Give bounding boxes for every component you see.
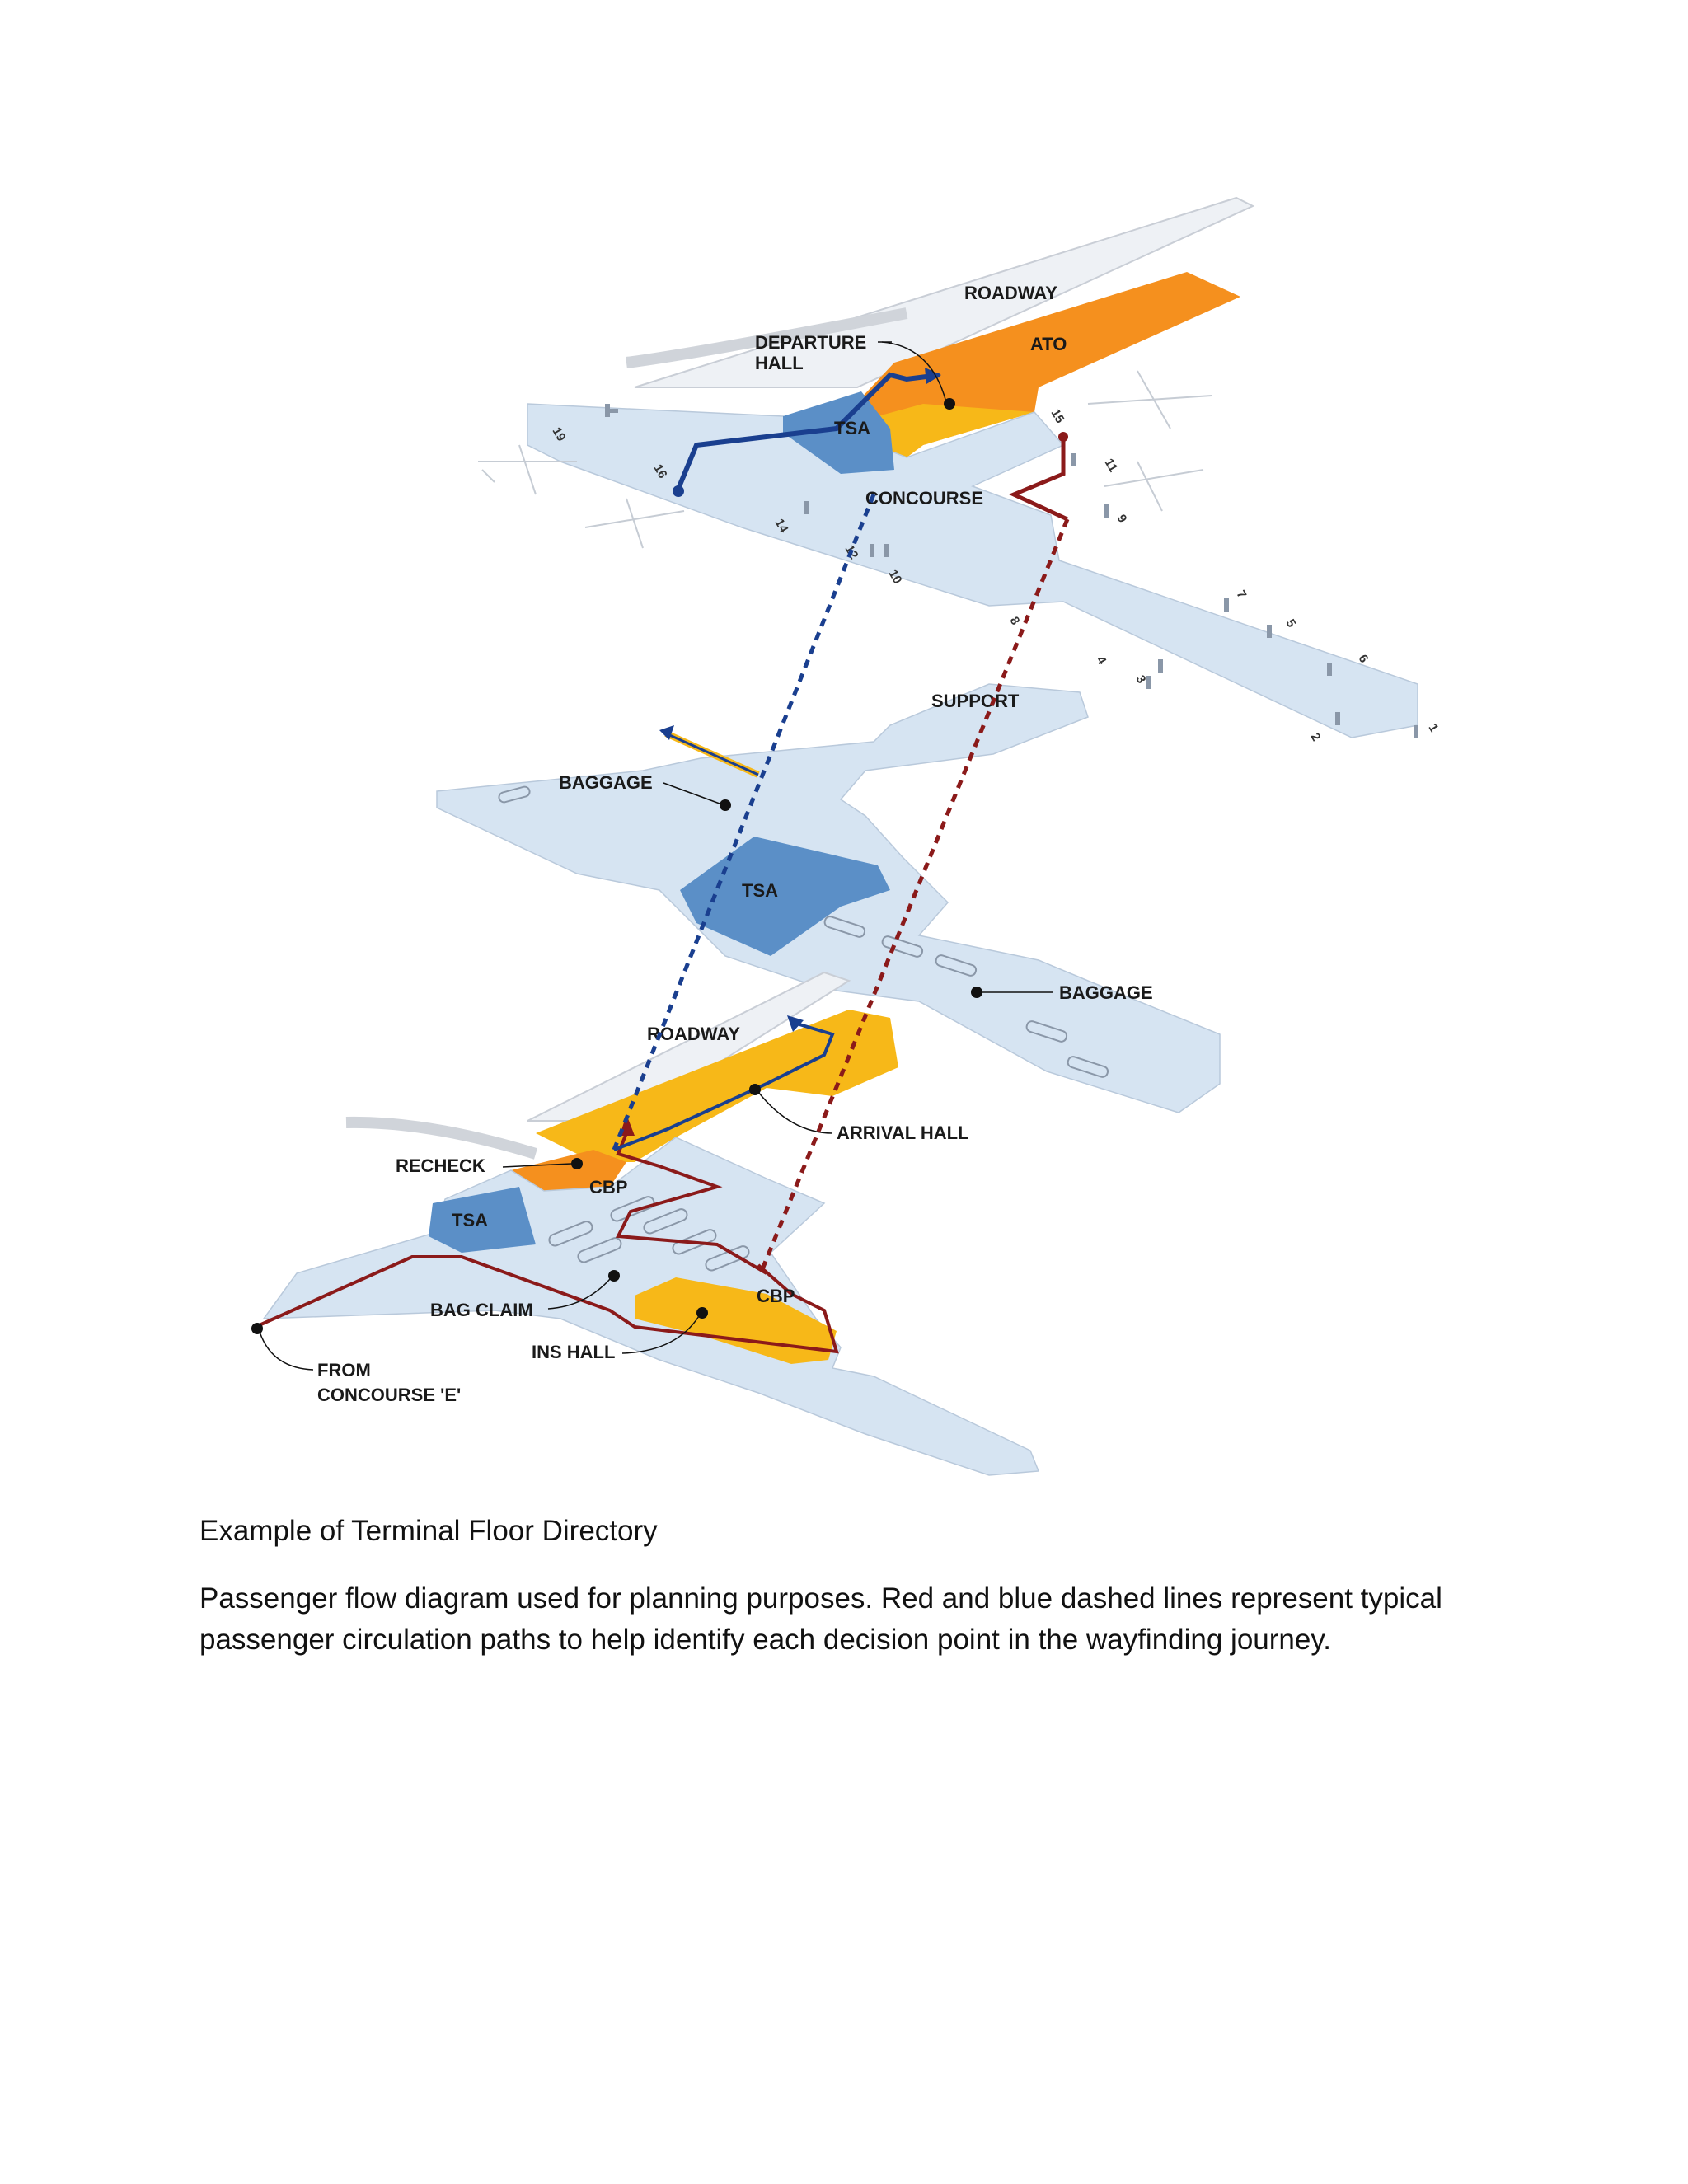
gate-label: 8 [1007, 615, 1023, 628]
label-ato: ATO [1030, 334, 1067, 354]
label-concourse: CONCOURSE [865, 488, 983, 509]
terminal-floor-diagram: ROADWAY DEPARTURE HALL ATO TSA CONCOURSE… [251, 196, 1442, 1476]
gate-label: 4 [1094, 654, 1109, 668]
label-departure-hall-2: HALL [755, 353, 804, 373]
roadway-curve-top [626, 307, 908, 368]
label-departure-hall-1: DEPARTURE [755, 332, 866, 353]
departure-level: ROADWAY DEPARTURE HALL ATO TSA CONCOURSE… [478, 196, 1442, 744]
gate-markers [605, 404, 1418, 738]
gate-label: 19 [550, 425, 569, 444]
label-baggage-left: BAGGAGE [559, 772, 653, 793]
red-path-bottom [255, 1132, 839, 1354]
middle-level: SUPPORT BAGGAGE TSA BAGGAGE [436, 683, 1221, 1113]
gate-label: 5 [1283, 617, 1299, 630]
gate-label: 9 [1114, 513, 1130, 526]
caption-body: Passenger flow diagram used for planning… [199, 1582, 1442, 1656]
label-cbp-lower: CBP [757, 1286, 795, 1306]
blue-path-top [676, 372, 940, 490]
red-path-top [1008, 437, 1069, 522]
gate-label: 6 [1356, 653, 1372, 666]
baggage-carousels [498, 785, 1109, 1078]
label-support: SUPPORT [931, 691, 1020, 711]
gate-label: 11 [1102, 457, 1121, 475]
label-arrival-hall: ARRIVAL HALL [837, 1122, 969, 1143]
label-tsa-top: TSA [834, 418, 870, 438]
aircraft-icons [478, 370, 1212, 549]
gate-label: 10 [886, 568, 905, 587]
arrival-level: ROADWAY ARRIVAL HALL RECHECK CBP TSA CBP… [251, 971, 1040, 1476]
label-recheck: RECHECK [396, 1155, 485, 1176]
bag-claim-carousels [548, 1196, 750, 1272]
label-bag-claim: BAG CLAIM [430, 1300, 533, 1320]
ins-hall-area [635, 1277, 837, 1364]
recheck-area [511, 1150, 626, 1191]
gate-label: 2 [1308, 731, 1324, 744]
caption-title: Example of Terminal Floor Directory [199, 1515, 658, 1547]
gate-label: 14 [772, 517, 791, 537]
blue-path-bottom [613, 1020, 835, 1151]
label-roadway-top: ROADWAY [964, 283, 1057, 303]
gate-label: 1 [1426, 722, 1442, 735]
label-tsa-mid: TSA [742, 880, 778, 901]
tsa-bottom-area [429, 1187, 536, 1253]
tsa-top-area [783, 391, 894, 474]
gate-label: 16 [651, 462, 670, 481]
gate-label: 15 [1048, 407, 1067, 426]
label-roadway-bottom: ROADWAY [647, 1024, 740, 1044]
label-cbp-upper: CBP [589, 1177, 627, 1197]
label-from-1: FROM [317, 1360, 371, 1380]
tsa-mid-area [680, 837, 890, 956]
label-tsa-bottom: TSA [452, 1210, 488, 1230]
label-from-2: CONCOURSE 'E' [317, 1385, 461, 1405]
roadway-curve-bottom [345, 1116, 538, 1160]
gate-label: 7 [1234, 588, 1250, 602]
label-ins-hall: INS HALL [532, 1342, 615, 1362]
red-dashed-path [760, 518, 1070, 1270]
concourse-floor [527, 403, 1418, 738]
label-baggage-right: BAGGAGE [1059, 982, 1153, 1003]
